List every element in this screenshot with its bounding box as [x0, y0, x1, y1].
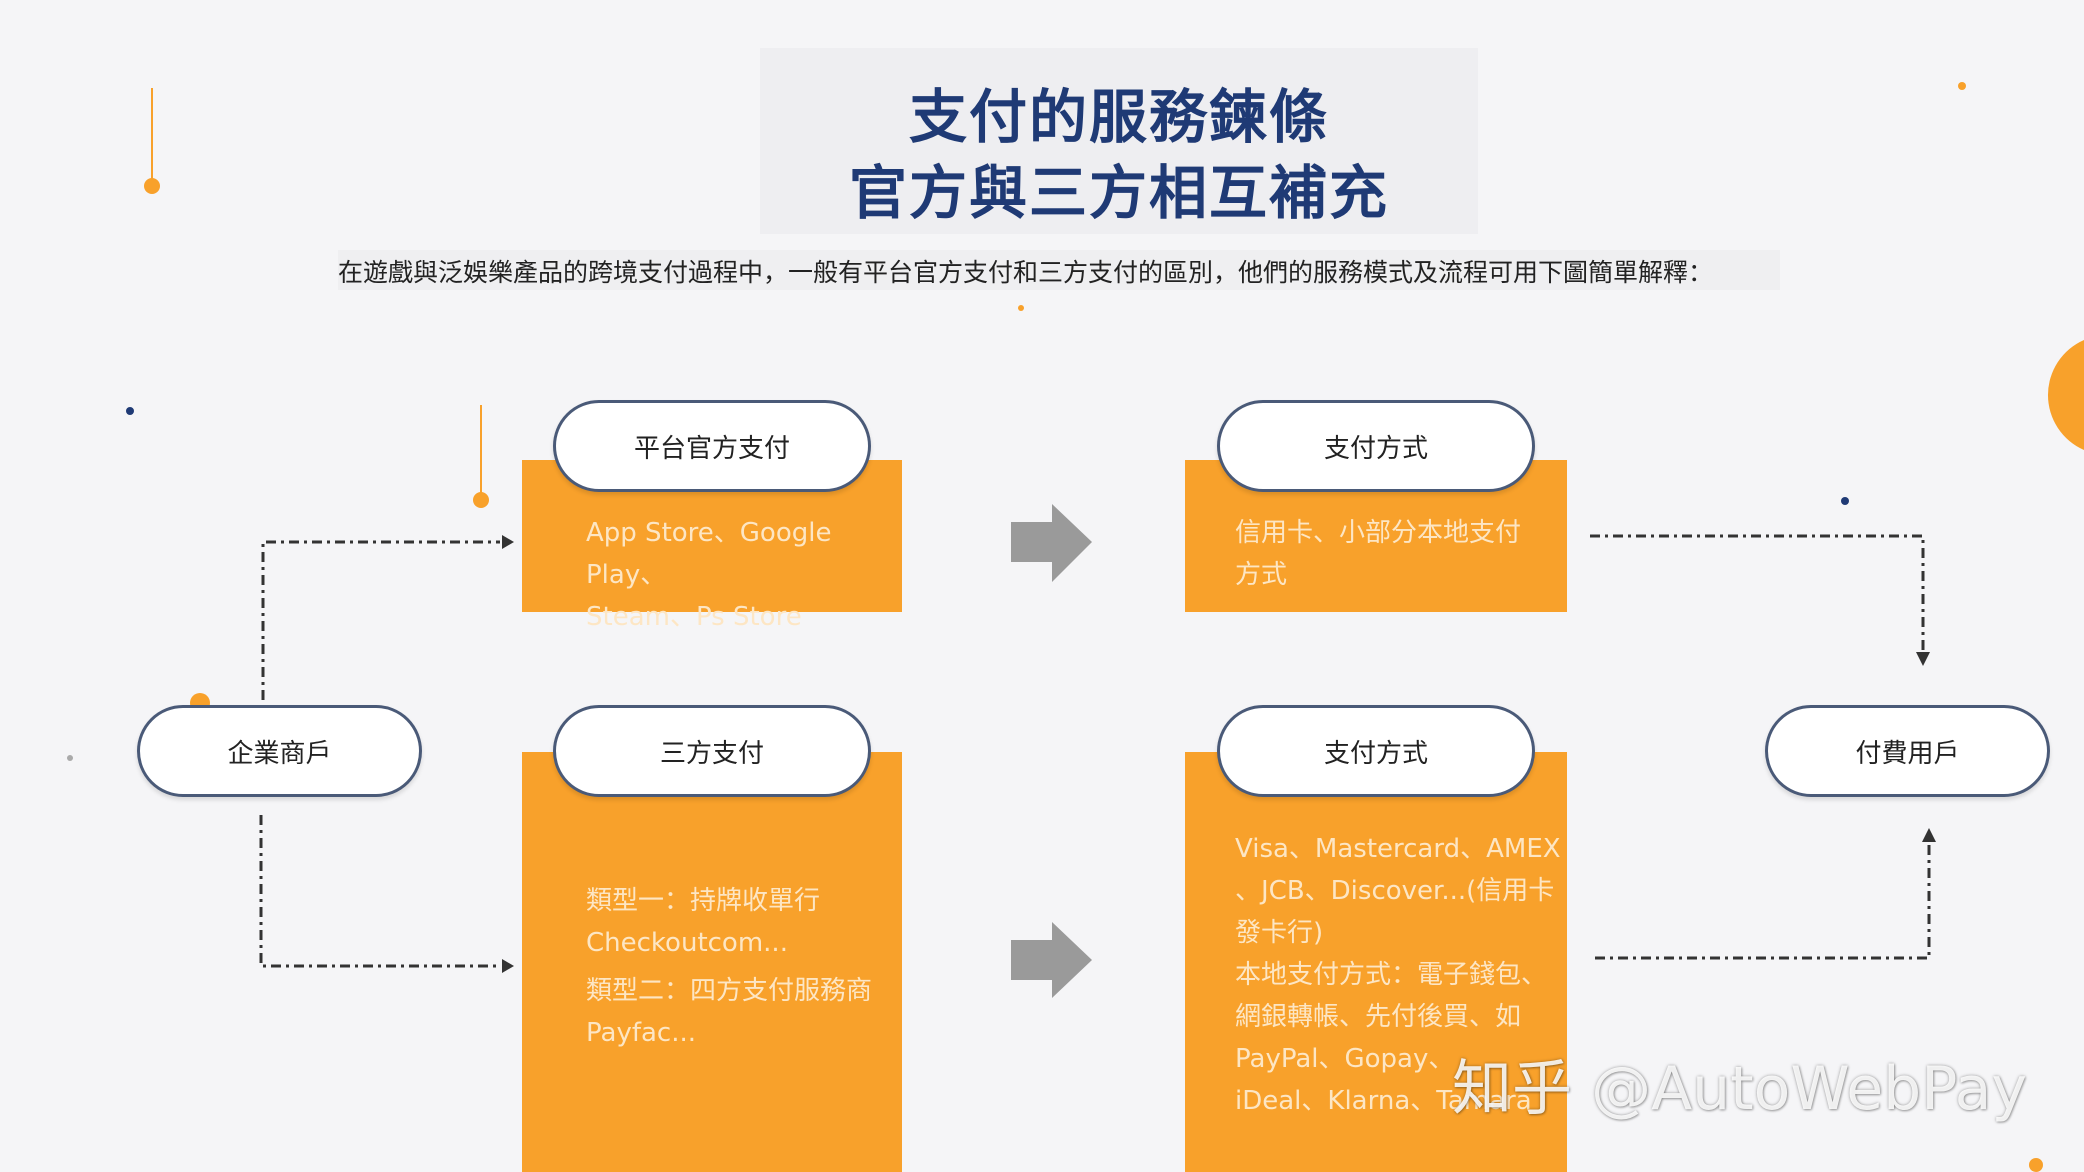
decor-dot: [473, 492, 489, 508]
connector-merchant-thirdparty: [259, 815, 500, 968]
official-payment-node: 平台官方支付: [553, 400, 871, 492]
third-party-detail-1: 類型一：持牌收單行 Checkoutcom...: [586, 886, 821, 958]
flow-arrow-thirdparty: [1011, 922, 1092, 998]
decor-dot: [126, 407, 134, 415]
subtitle-background: [338, 250, 1780, 290]
arrow-head: [1916, 652, 1930, 666]
decor-dot: [1841, 497, 1849, 505]
official-methods-detail: 信用卡、小部分本地支付 方式: [1235, 518, 1522, 590]
third-party-detail-2: 類型二：四方支付服務商 Payfac...: [586, 976, 873, 1048]
watermark: 知乎 @AutoWebPay: [1452, 1054, 2027, 1124]
official-methods-node: 支付方式: [1217, 400, 1535, 492]
flow-arrow-official: [1011, 504, 1092, 582]
arrow-head: [1922, 828, 1936, 842]
arrow-head: [502, 535, 514, 549]
decor-dot: [1958, 82, 1966, 90]
third-party-node: 三方支付: [553, 705, 871, 797]
decor-dot: [2029, 1158, 2043, 1172]
third-party-box: 類型一：持牌收單行 Checkoutcom... 類型二：四方支付服務商 Pay…: [522, 752, 902, 1172]
connector-official-user: [1590, 534, 1925, 650]
subtitle-text: 在遊戲與泛娛樂產品的跨境支付過程中，一般有平台官方支付和三方支付的區別，他們的服…: [338, 258, 1714, 287]
decor-dot: [67, 755, 73, 761]
decor-dot: [1018, 305, 1024, 311]
merchant-node: 企業商戶: [137, 705, 422, 797]
title-box: 支付的服務鍊條 官方與三方相互補充: [760, 48, 1478, 234]
official-payment-detail: App Store、Google Play、 Steam、Ps Store: [586, 518, 832, 632]
arrow-head: [502, 959, 514, 973]
connector-thirdparty-user: [1595, 840, 1931, 960]
third-party-methods-box: Visa、Mastercard、AMEX 、JCB、Discover...(信用…: [1185, 752, 1567, 1172]
page-title-line2: 官方與三方相互補充: [848, 159, 1389, 227]
paying-user-node: 付費用戶: [1765, 705, 2050, 797]
page-title-line1: 支付的服務鍊條: [908, 83, 1329, 151]
third-party-methods-detail: Visa、Mastercard、AMEX 、JCB、Discover...(信用…: [1235, 834, 1561, 1116]
connector-merchant-official: [261, 540, 500, 700]
decor-half-circle: [2047, 340, 2084, 450]
decor-dot: [144, 178, 160, 194]
third-party-methods-node: 支付方式: [1217, 705, 1535, 797]
